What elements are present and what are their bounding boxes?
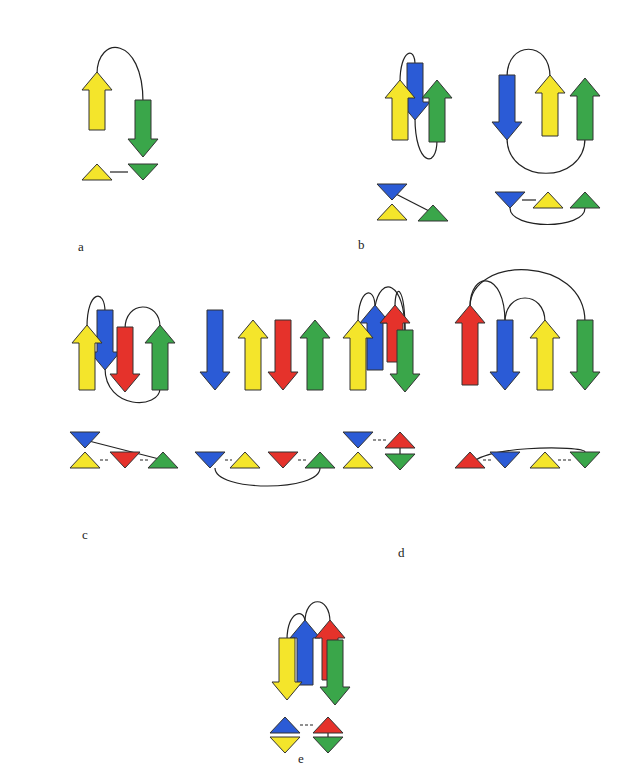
strand-triangle <box>128 164 158 180</box>
strand-arrow <box>385 80 415 140</box>
strand-triangle <box>82 164 112 180</box>
hydrogen-bond-line <box>558 459 571 460</box>
strand-arrow <box>570 320 600 390</box>
connecting-loop <box>507 138 585 173</box>
strand-arrow <box>320 640 350 705</box>
strand-arrow <box>455 305 485 385</box>
strand-triangle <box>570 192 600 208</box>
strand-triangle <box>570 452 600 468</box>
strand-arrow <box>200 310 230 390</box>
panel-letter: c <box>82 528 88 541</box>
strand-arrow <box>72 325 102 390</box>
hydrogen-bond-line <box>100 459 110 460</box>
strand-arrow <box>268 320 298 390</box>
strand-triangle <box>530 452 560 468</box>
hydrogen-bond-line <box>140 459 148 460</box>
strand-triangle <box>270 717 300 733</box>
connecting-loop <box>470 270 585 322</box>
strand-triangle <box>377 204 407 220</box>
strand-triangle <box>270 737 300 753</box>
strand-arrow <box>82 72 112 130</box>
strand-triangle <box>313 717 343 733</box>
strand-triangle <box>70 452 100 468</box>
strand-triangle <box>110 452 140 468</box>
strand-triangle <box>490 452 520 468</box>
strand-triangle <box>533 192 563 208</box>
strand-arrow <box>530 320 560 390</box>
hydrogen-bond-line <box>300 724 313 725</box>
hydrogen-bond-line <box>225 459 232 460</box>
strand-arrow <box>535 75 565 136</box>
strand-arrow <box>128 100 158 157</box>
panel-letter: a <box>78 240 84 253</box>
strand-triangle <box>195 452 225 468</box>
strand-triangle <box>230 452 260 468</box>
hydrogen-bond-line <box>483 459 491 460</box>
connecting-loop <box>507 49 550 77</box>
connecting-loop <box>510 208 585 225</box>
strand-arrow <box>570 78 600 140</box>
connecting-loop <box>505 298 545 322</box>
strand-triangle <box>305 452 335 468</box>
hydrogen-bond-line <box>373 439 386 440</box>
strand-arrow <box>272 638 302 700</box>
connecting-loop <box>125 307 160 329</box>
panel-letter: b <box>358 238 365 251</box>
strand-triangle <box>343 432 373 448</box>
strand-arrow <box>145 325 175 390</box>
strand-arrow <box>422 80 452 142</box>
connecting-loop <box>470 448 585 468</box>
strand-arrow <box>490 320 520 390</box>
strand-triangle <box>385 432 415 448</box>
strand-triangle <box>343 452 373 468</box>
hydrogen-bond-line <box>298 459 306 460</box>
hydrogen-bond-line <box>110 171 128 172</box>
strand-arrow <box>492 75 522 140</box>
strand-arrow <box>390 330 420 392</box>
strand-arrow <box>110 327 140 392</box>
connecting-loop <box>305 602 330 622</box>
strand-triangle <box>268 452 298 468</box>
strand-triangle <box>495 192 525 208</box>
connecting-loop <box>215 468 320 486</box>
strand-triangle <box>455 452 485 468</box>
hydrogen-bond-line <box>522 199 536 200</box>
strand-arrow <box>238 320 268 390</box>
strand-triangle <box>70 432 100 448</box>
strand-triangle <box>148 452 178 468</box>
strand-arrow <box>343 320 373 390</box>
strand-triangle <box>313 737 343 753</box>
strand-arrow <box>300 320 330 390</box>
strand-triangle <box>418 205 448 221</box>
panel-letter: e <box>298 752 304 765</box>
strand-triangle <box>377 184 407 200</box>
strand-triangle <box>385 454 415 470</box>
panel-letter: d <box>398 546 405 559</box>
